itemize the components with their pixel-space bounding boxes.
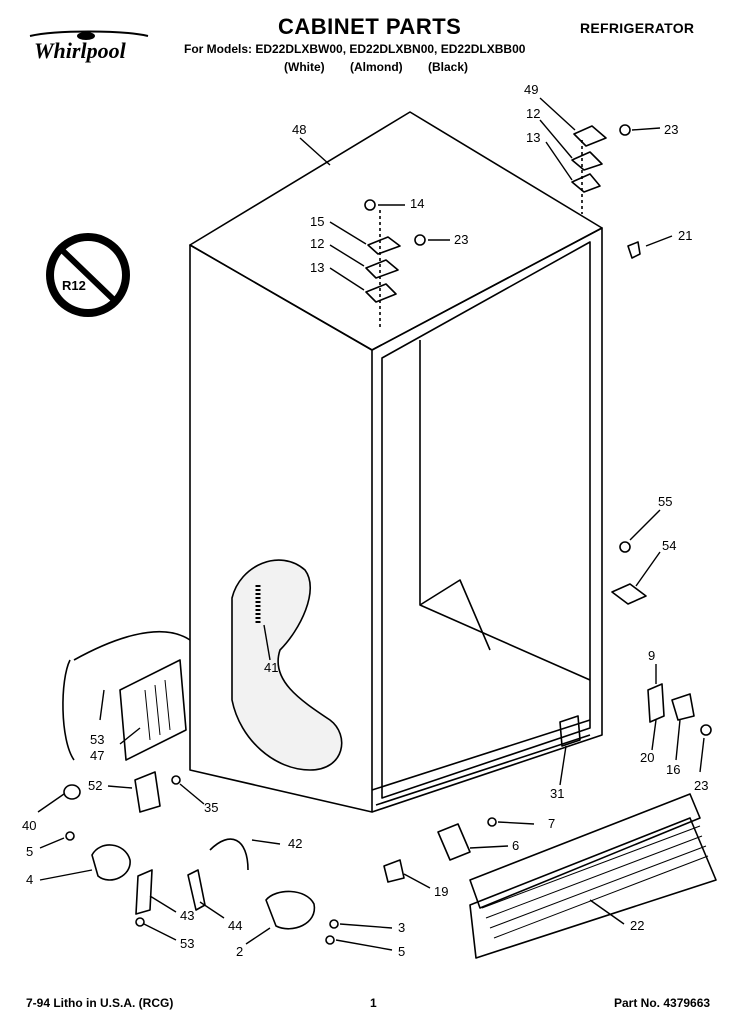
- label-13-right: 13: [526, 130, 540, 145]
- hinge-cover-15: [367, 236, 401, 255]
- clip-52: [134, 771, 161, 813]
- litho-info: 7-94 Litho in U.S.A. (RCG): [26, 996, 174, 1010]
- page-title: CABINET PARTS: [278, 14, 462, 39]
- label-23-left: 23: [454, 232, 468, 247]
- label-44: 44: [228, 918, 242, 933]
- label-4: 4: [26, 872, 33, 887]
- color-black: (Black): [428, 60, 469, 74]
- label-5-left: 5: [26, 844, 33, 859]
- label-21: 21: [678, 228, 692, 243]
- label-15: 15: [310, 214, 324, 229]
- grille-22: [469, 793, 701, 909]
- page-number: 1: [370, 996, 377, 1010]
- color-almond: (Almond): [350, 60, 403, 74]
- cabinet-top-panel: [189, 111, 603, 351]
- hinge-13: [365, 283, 397, 303]
- appliance-type: REFRIGERATOR: [580, 20, 695, 36]
- electrical-box-47: [119, 659, 187, 761]
- part-19: [383, 859, 405, 883]
- label-12-right: 12: [526, 106, 540, 121]
- label-35: 35: [204, 800, 218, 815]
- part-20: [647, 683, 665, 723]
- screw-55: [619, 541, 631, 553]
- hinge-12-right: [571, 151, 603, 171]
- brand-name: Whirlpool: [34, 38, 126, 63]
- power-cord-40: [62, 659, 75, 761]
- whirlpool-logo: [26, 30, 152, 70]
- label-16: 16: [666, 762, 680, 777]
- roller-4: [91, 844, 131, 881]
- roller-2: [265, 890, 316, 930]
- part-number: Part No. 4379663: [614, 996, 711, 1010]
- label-22: 22: [630, 918, 644, 933]
- hinge-13-right: [571, 173, 601, 193]
- color-variants: (White) (Almond) (Black): [284, 60, 490, 74]
- screw-23: [414, 234, 426, 246]
- label-40: 40: [22, 818, 36, 833]
- label-5-right: 5: [398, 944, 405, 959]
- label-20: 20: [640, 750, 654, 765]
- hinge-cover-49: [573, 125, 607, 147]
- label-23-top: 23: [664, 122, 678, 137]
- label-53-bottom: 53: [180, 936, 194, 951]
- bracket-43: [135, 869, 153, 915]
- label-43: 43: [180, 908, 194, 923]
- hinge-12: [365, 259, 399, 279]
- label-3: 3: [398, 920, 405, 935]
- label-6: 6: [512, 838, 519, 853]
- label-53-top: 53: [90, 732, 104, 747]
- no-r12-icon: R12: [46, 233, 130, 317]
- label-2: 2: [236, 944, 243, 959]
- label-13-left: 13: [310, 260, 324, 275]
- label-7: 7: [548, 816, 555, 831]
- svg-text:R12: R12: [62, 278, 86, 293]
- label-41: 41: [264, 660, 278, 675]
- label-47: 47: [90, 748, 104, 763]
- label-48: 48: [292, 122, 306, 137]
- label-19: 19: [434, 884, 448, 899]
- part-16: [671, 693, 695, 721]
- models-line: For Models: ED22DLXBW00, ED22DLXBN00, ED…: [184, 42, 526, 56]
- plug-40: [63, 784, 81, 800]
- bracket-6: [437, 823, 471, 861]
- label-52: 52: [88, 778, 102, 793]
- label-12-left: 12: [310, 236, 324, 251]
- part-21: [627, 241, 641, 259]
- label-23-right: 23: [694, 778, 708, 793]
- screw-14: [364, 199, 376, 211]
- part-31: [559, 715, 581, 747]
- label-31: 31: [550, 786, 564, 801]
- tube-42: [209, 838, 249, 871]
- label-14: 14: [410, 196, 424, 211]
- label-54: 54: [662, 538, 676, 553]
- bracket-54: [611, 583, 647, 605]
- label-49: 49: [524, 82, 538, 97]
- label-9: 9: [648, 648, 655, 663]
- label-42: 42: [288, 836, 302, 851]
- label-55: 55: [658, 494, 672, 509]
- cabinet-front-opening: [371, 227, 603, 813]
- color-white: (White): [284, 60, 325, 74]
